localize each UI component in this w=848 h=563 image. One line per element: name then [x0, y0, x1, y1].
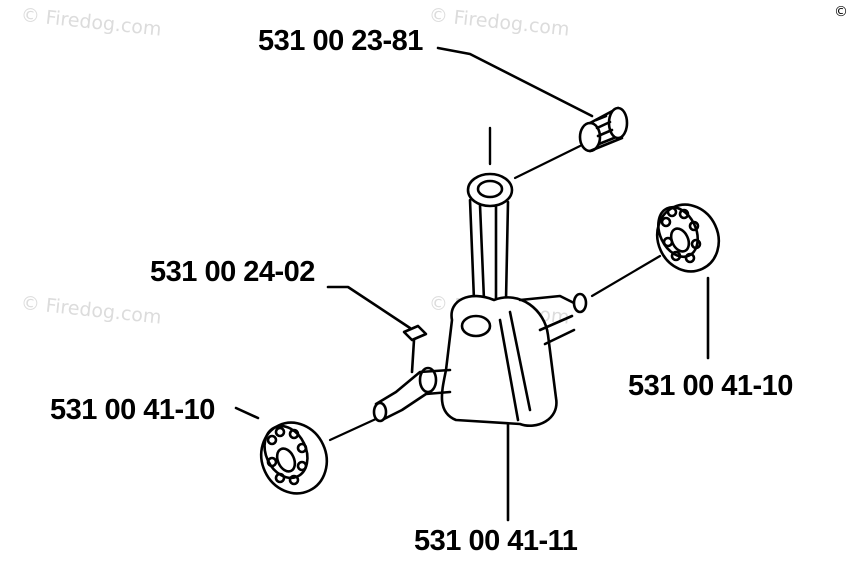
bearing-left-part [259, 421, 329, 495]
part-label-crankshaft: 531 00 41-11 [414, 525, 578, 557]
leader-bearing-left [234, 406, 260, 420]
crankshaft-part [372, 292, 588, 427]
leader-needle-bearing [436, 46, 594, 118]
part-label-bearing-left: 531 00 41-10 [50, 394, 215, 426]
key-part [402, 324, 428, 342]
copyright-mark: © [834, 4, 848, 20]
part-label-key: 531 00 24-02 [150, 256, 315, 288]
part-label-needle-bearing: 531 00 23-81 [258, 25, 423, 57]
part-label-bearing-right: 531 00 41-10 [628, 370, 793, 402]
needle-bearing-part [578, 106, 629, 153]
bearing-right-part [655, 203, 721, 273]
leader-key [326, 285, 412, 330]
connecting-rod [466, 172, 514, 302]
